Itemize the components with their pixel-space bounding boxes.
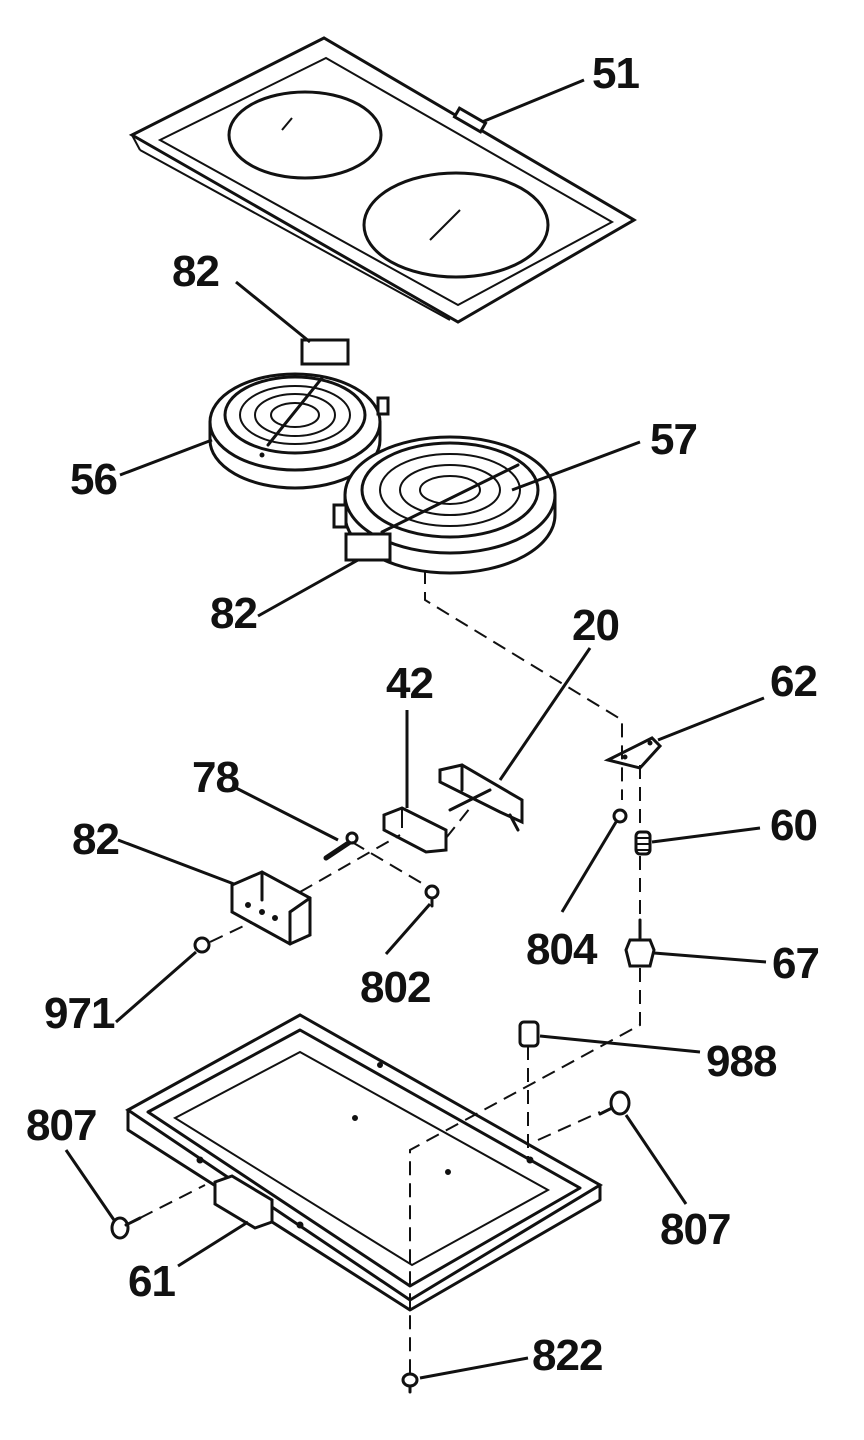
bracket-part-20 [438,763,524,832]
label-802: 802 [360,963,430,1012]
label-807-right: 807 [660,1205,730,1254]
screw-part-807-right [598,1090,631,1116]
callout-leader-lines [64,78,767,1380]
label-57: 57 [650,415,697,464]
plate-part-42 [382,806,448,854]
label-82-lower: 82 [72,815,119,864]
terminal-block-part-82 [230,870,312,946]
label-51: 51 [592,49,639,98]
screw-part-807-left [110,1216,142,1240]
assembly-dashed-lines [139,570,641,1375]
bracket-part-62 [603,736,663,770]
label-67: 67 [772,939,819,988]
label-971: 971 [44,989,115,1038]
washer-part-971 [193,936,211,954]
cooktop-frame [125,1013,603,1312]
label-20: 20 [572,601,619,650]
radiant-element-part-56 [208,338,390,490]
screw-part-804 [612,808,628,824]
bracket-part-61 [213,1174,274,1230]
screw-part-802 [424,884,440,908]
glass-cooktop-part-51 [128,36,637,324]
label-56: 56 [70,455,117,504]
label-807-left: 807 [26,1101,96,1150]
label-61: 61 [128,1257,175,1306]
label-82-middle: 82 [210,589,257,638]
label-60: 60 [770,801,817,850]
label-822: 822 [532,1331,602,1380]
label-804: 804 [526,925,598,974]
label-82-top: 82 [172,247,219,296]
label-62: 62 [770,657,817,706]
radiant-element-part-57 [332,435,557,575]
standoff-part-67 [624,918,656,968]
screw-part-822 [401,1372,419,1394]
clip-part-988 [518,1020,540,1048]
spring-part-60 [634,830,652,856]
callout-labels: 51 82 57 56 82 20 42 62 78 60 82 804 67 … [26,49,820,1380]
label-78: 78 [192,753,239,802]
label-988: 988 [706,1037,777,1086]
label-42: 42 [386,659,433,708]
